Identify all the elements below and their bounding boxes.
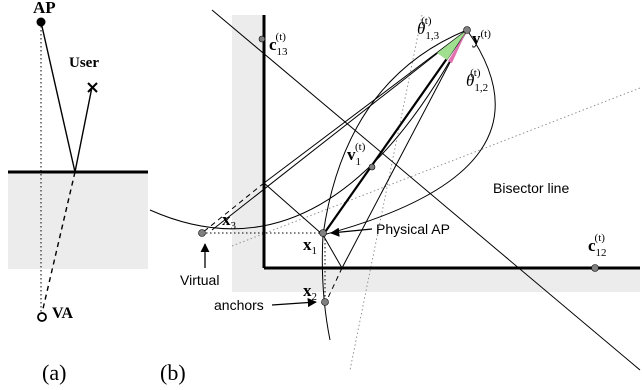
panel-a-caption: (a) [42,360,66,385]
panel-b-c12-label: c12(t) [588,232,607,259]
panel-b-arc-large [149,29,468,230]
panel-b-x2-marker [321,298,329,306]
panel-b-ray-y-to-x1 [322,29,468,236]
panel-b-wall-region [232,15,640,292]
panel-b-c13-label: c13(t) [269,31,288,58]
panel-b-virtual-anchor-arrow-right [271,298,317,308]
panel-a-ap-label: AP [33,0,56,17]
panel-a-va-label: VA [52,305,73,322]
panel-a-user-marker [87,82,98,93]
panel-b-ray-y-to-x2-reflection [341,29,468,269]
panel-b-bisector-label: Bisector line [493,180,569,196]
panel-b-dashed-x2-to-wall [325,267,343,303]
panel-b-v1-marker [368,163,376,171]
panel-b-x2-label: x2 [303,281,317,303]
panel-b-arc-right [322,29,496,236]
panel-b-theta13-label: θ1,3(t) [417,15,440,42]
panel-b-c13-marker [258,35,266,43]
panel-b-y-marker [463,26,471,34]
panel-b-angle-theta13-wedge [437,30,467,60]
panel-b-x3-label: x3 [222,210,237,232]
panel-b-dotted-helper-1 [231,87,641,247]
panel-a-va-dashed-ray [41,171,76,314]
panel-a-wall-region [8,172,148,269]
panel-b-seg-x1-to-wall-left [263,182,324,236]
panel-b-x1-label: x1 [303,235,317,257]
panel-b-dotted-helper-2 [349,14,423,371]
panel-a-ap-marker [36,17,46,27]
panel-b-virtual-anchors-label-line2: anchors [214,297,264,313]
panel-b-physical-ap-label: Physical AP [376,221,450,237]
panel-b-ray-y-far [211,29,468,231]
panel-b-virtual-anchors-label-line1: Virtual [180,272,219,288]
panel-b-bisector-line [211,9,641,371]
panel-b: c13(t) θ1,3(t) y(t) θ1,2(t) v1(t) Bisect… [149,9,641,385]
panel-b-arc-lower [321,234,331,341]
panel-b-ray-y-to-x3-reflection [263,29,468,184]
panel-b-seg-x1-to-wall-bottom [322,234,343,269]
panel-b-y-label: y(t) [472,28,491,48]
panel-b-dashed-x3-to-wall [201,182,265,234]
panel-b-physical-ap-arrow [330,227,373,237]
panel-a-va-marker [37,312,47,322]
panel-b-x3-marker [198,229,206,237]
panel-b-angle-theta12-wedge [448,30,467,63]
panel-b-theta12-label: θ1,2(t) [466,67,488,94]
panel-a-reflection-user-ray [74,86,93,173]
panel-a: AP User VA (a) [8,0,148,385]
panel-b-caption: (b) [160,360,186,385]
panel-a-ap-reflection-ray [40,21,76,173]
panel-b-c12-marker [591,264,599,272]
panel-b-v1-label: v1(t) [347,141,366,168]
panel-b-x1-marker [319,229,327,237]
panel-a-user-label: User [69,55,99,71]
